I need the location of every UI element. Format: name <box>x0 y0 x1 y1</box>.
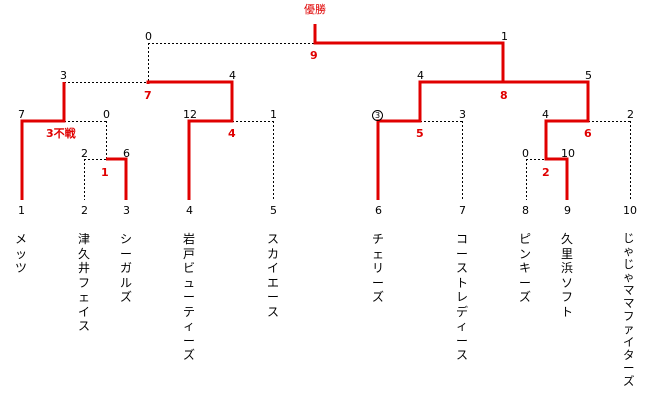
team-number: 1 <box>18 204 25 217</box>
team-name: メッツ <box>15 232 28 275</box>
score-label: 4 <box>542 108 549 121</box>
champion-label: 優勝 <box>304 3 326 16</box>
team-number: 4 <box>186 204 193 217</box>
team-name: チェリーズ <box>372 232 385 304</box>
team-number: 5 <box>270 204 277 217</box>
score-label: 5 <box>585 69 592 82</box>
winner-path <box>313 24 590 200</box>
score-label: 4 <box>229 69 236 82</box>
team-number: 6 <box>375 204 382 217</box>
team-name: 津久井フェイス <box>78 232 91 333</box>
team-name: ピンキーズ <box>519 232 532 304</box>
score-label: 2 <box>81 147 88 160</box>
game-number: 7 <box>144 89 152 102</box>
score-label: 6 <box>123 147 130 160</box>
score-label: 0 <box>103 108 110 121</box>
game-number: 6 <box>584 127 592 140</box>
score-label: 3 <box>459 108 466 121</box>
circled-score: 3 <box>372 110 383 121</box>
team-name: 久里浜ソフト <box>561 232 574 319</box>
game-number: 5 <box>416 127 424 140</box>
team-number: 2 <box>81 204 88 217</box>
game-number: 8 <box>500 89 508 102</box>
team-name: シーガルズ <box>120 232 133 304</box>
winner-path <box>376 80 503 200</box>
winner-path <box>20 82 66 200</box>
team-number: 10 <box>623 204 637 217</box>
team-number: 9 <box>564 204 571 217</box>
score-label: 0 <box>145 30 152 43</box>
score-label: 3 <box>60 69 67 82</box>
game-number: 4 <box>228 127 236 140</box>
team-number: 8 <box>522 204 529 217</box>
team-number: 7 <box>459 204 466 217</box>
team-name: じゃじゃママファイターズ <box>623 231 635 388</box>
score-label: 7 <box>18 108 25 121</box>
score-label: 4 <box>417 69 424 82</box>
score-label: 1 <box>501 30 508 43</box>
game-number: 1 <box>101 166 109 179</box>
score-label: 3 <box>372 109 383 121</box>
winner-path <box>146 80 234 200</box>
winner-path <box>106 157 128 200</box>
score-label: 2 <box>627 108 634 121</box>
score-label: 12 <box>183 108 197 121</box>
score-label: 0 <box>522 147 529 160</box>
game-number: 9 <box>310 49 318 62</box>
game-number: 3不戦 <box>46 127 76 140</box>
team-name: 岩戸ビューティーズ <box>183 232 196 362</box>
score-label: 10 <box>561 147 575 160</box>
score-label: 1 <box>270 108 277 121</box>
team-name: コーストレディース <box>456 232 469 362</box>
team-number: 3 <box>123 204 130 217</box>
game-number: 2 <box>542 166 550 179</box>
team-name: スカイエース <box>267 232 280 319</box>
